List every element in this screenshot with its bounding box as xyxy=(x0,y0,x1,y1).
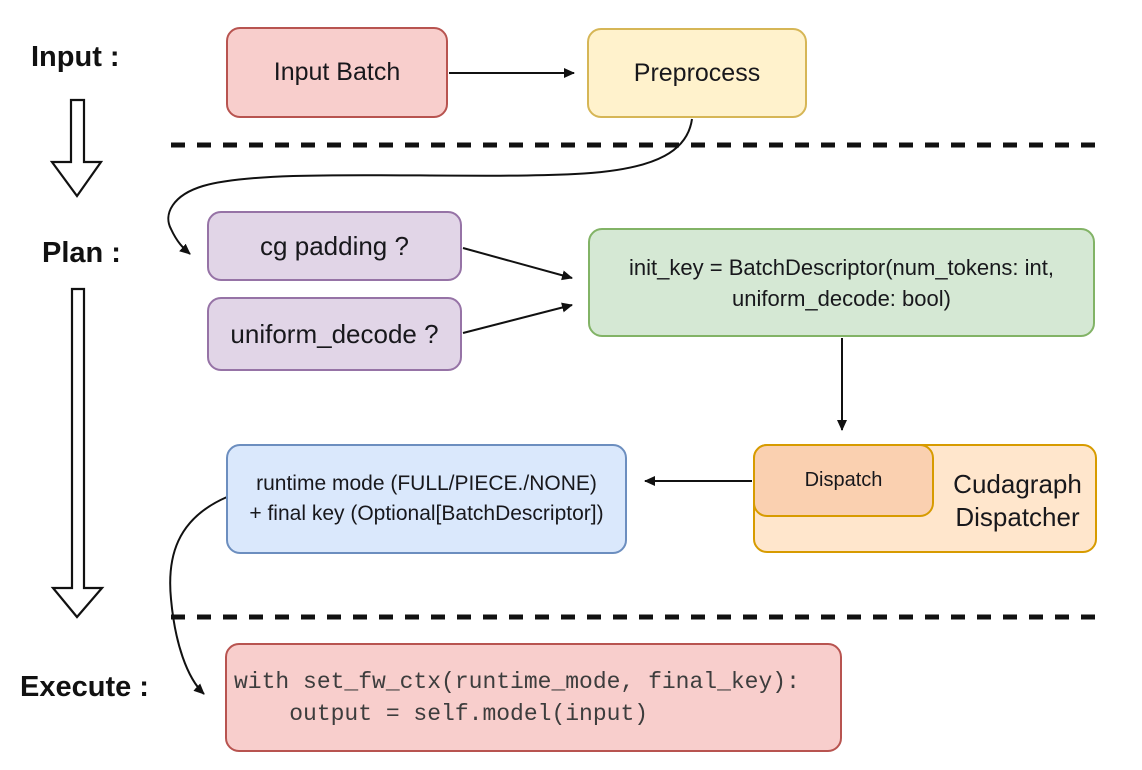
section-label-execute: Execute : xyxy=(20,671,149,703)
input-to-plan-block-arrow-icon xyxy=(49,98,104,198)
node-preprocess: Preprocess xyxy=(587,28,807,118)
node-dispatch: Dispatch xyxy=(753,444,934,517)
node-cudagraph-line2: Dispatcher xyxy=(955,501,1080,532)
node-uniform-decode: uniform_decode ? xyxy=(207,297,462,371)
node-execute-code-line1: with set_fw_ctx(runtime_mode, final_key)… xyxy=(234,668,800,695)
section-label-input: Input : xyxy=(31,41,120,73)
node-init-key-line1: init_key = BatchDescriptor(num_tokens: i… xyxy=(629,254,1054,280)
node-runtime-mode-line1: runtime mode (FULL/PIECE./NONE) xyxy=(256,472,597,495)
node-cg-padding-label: cg padding ? xyxy=(260,230,409,261)
edge-cgpadding-to-initkey xyxy=(462,247,573,281)
node-preprocess-label: Preprocess xyxy=(633,58,761,87)
section-label-plan: Plan : xyxy=(42,237,121,269)
node-execute-code: with set_fw_ctx(runtime_mode, final_key)… xyxy=(225,643,842,752)
edge-preprocess-to-cgpadding xyxy=(167,118,693,255)
node-cg-padding: cg padding ? xyxy=(207,211,462,281)
node-uniform-decode-label: uniform_decode ? xyxy=(230,318,439,349)
node-dispatch-label: Dispatch xyxy=(804,469,883,491)
node-runtime-mode-line2: + final key (Optional[BatchDescriptor]) xyxy=(249,502,604,525)
plan-to-execute-block-arrow-icon xyxy=(50,287,105,619)
node-runtime-mode: runtime mode (FULL/PIECE./NONE) + final … xyxy=(226,444,627,554)
node-cudagraph-line1: Cudagraph xyxy=(953,468,1082,499)
node-execute-code-line2: output = self.model(input) xyxy=(234,700,649,727)
node-cudagraph-dispatcher-label: Cudagraph Dispatcher xyxy=(936,446,1099,555)
node-input-batch-label: Input Batch xyxy=(273,58,401,86)
node-init-key-line2: uniform_decode: bool) xyxy=(732,285,951,311)
node-input-batch: Input Batch xyxy=(226,27,448,118)
edge-uniformdecode-to-initkey xyxy=(462,302,573,334)
edge-runtimemode-to-executecode xyxy=(169,496,228,695)
node-init-key: init_key = BatchDescriptor(num_tokens: i… xyxy=(588,228,1095,337)
